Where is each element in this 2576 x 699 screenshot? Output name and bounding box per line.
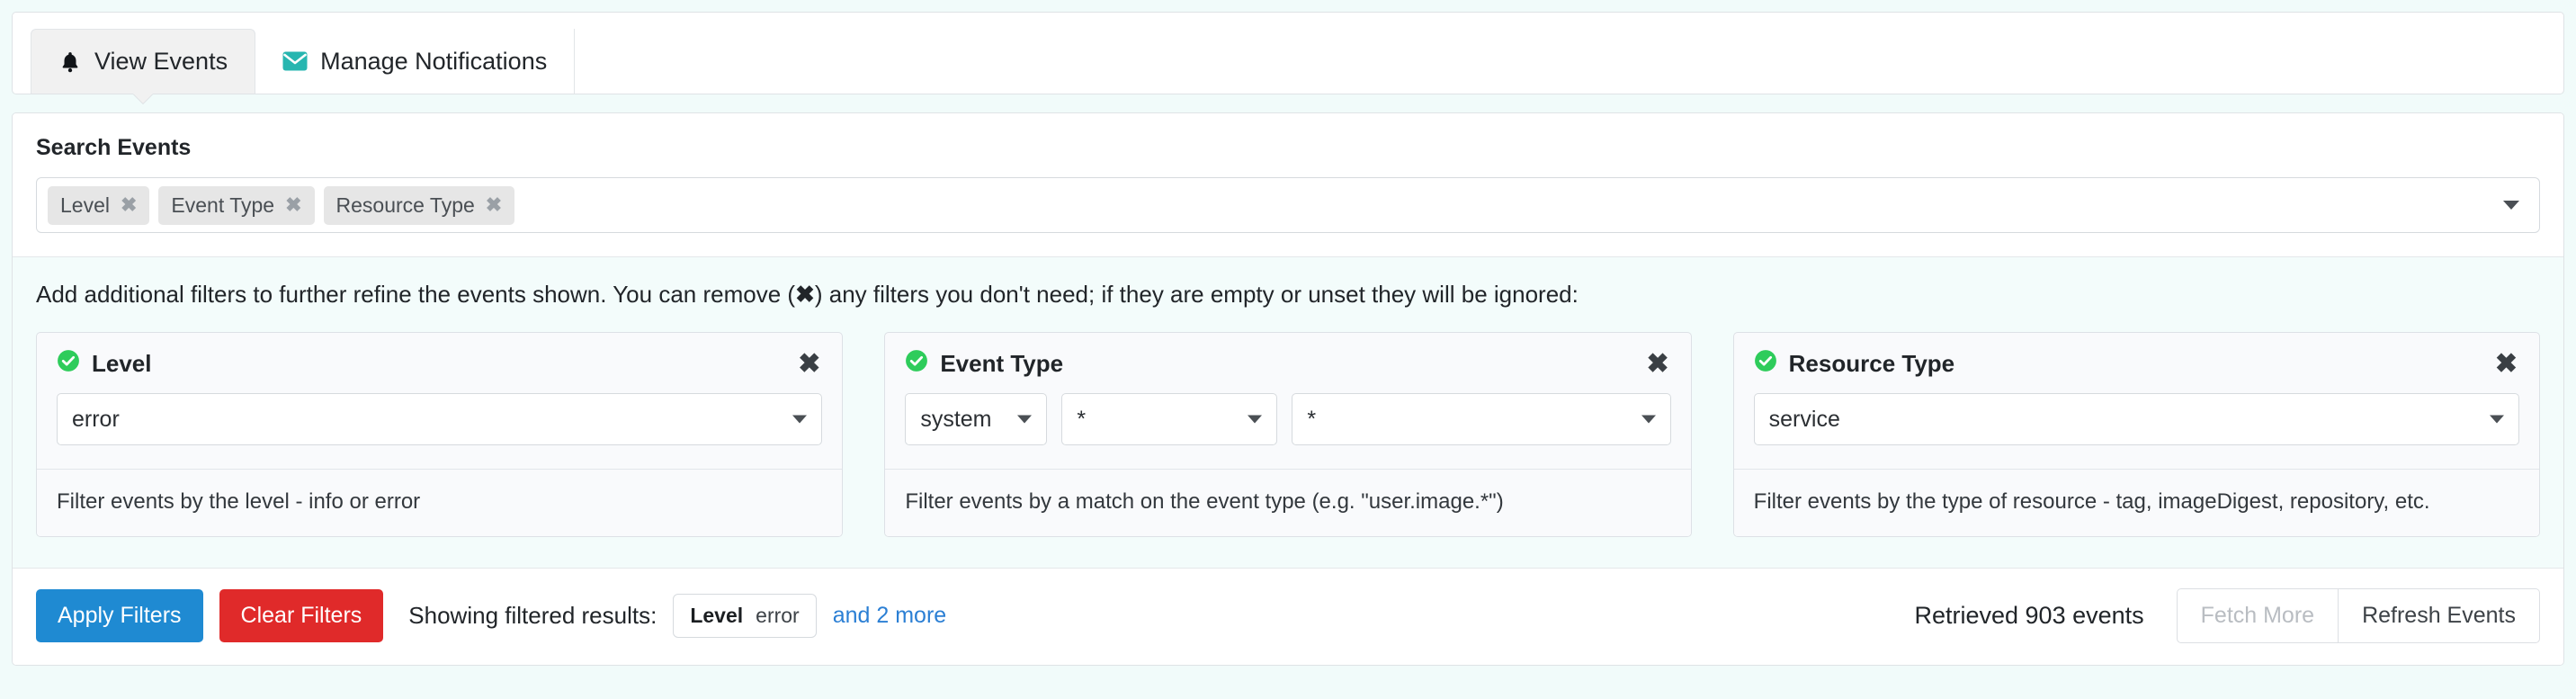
tab-view-events[interactable]: View Events <box>31 29 256 94</box>
search-events-section: Search Events Level ✖ Event Type ✖ Resou… <box>13 113 2563 256</box>
filter-card-header: Level ✖ <box>37 333 842 384</box>
clear-filters-button[interactable]: Clear Filters <box>219 589 384 642</box>
tab-bar: View Events Manage Notifications <box>12 12 2564 94</box>
remove-filter-icon[interactable]: ✖ <box>1646 348 1669 379</box>
filter-description: Filter events by a match on the event ty… <box>885 469 1691 536</box>
search-input[interactable]: Level ✖ Event Type ✖ Resource Type ✖ <box>36 177 2540 233</box>
events-filter-card: Search Events Level ✖ Event Type ✖ Resou… <box>12 112 2564 666</box>
tab-manage-notifications[interactable]: Manage Notifications <box>255 29 576 94</box>
active-filter-value: error <box>756 604 800 627</box>
fetch-refresh-button-group: Fetch More Refresh Events <box>2176 588 2540 643</box>
filter-card-body: service <box>1734 384 2539 469</box>
action-bar: Apply Filters Clear Filters Showing filt… <box>13 569 2563 665</box>
level-select[interactable]: error <box>57 393 823 445</box>
resource-type-select-value: service <box>1768 406 1840 432</box>
level-select-value: error <box>72 406 120 432</box>
remove-token-icon[interactable]: ✖ <box>285 193 302 216</box>
event-type-select-1[interactable]: system <box>905 393 1048 445</box>
active-filter-pill[interactable]: Level error <box>673 594 817 638</box>
token-label: Resource Type <box>335 193 475 217</box>
and-more-link[interactable]: and 2 more <box>832 603 947 628</box>
remove-token-icon[interactable]: ✖ <box>120 193 138 216</box>
filter-card-header: Event Type ✖ <box>885 333 1690 384</box>
token-label: Level <box>60 193 110 217</box>
filter-card-header: Resource Type ✖ <box>1734 333 2539 384</box>
filter-title-group: Resource Type <box>1754 349 1954 379</box>
filter-title-group: Level <box>57 349 152 379</box>
search-token-event-type[interactable]: Event Type ✖ <box>158 185 315 225</box>
filter-title-group: Event Type <box>905 349 1063 379</box>
filter-title: Event Type <box>940 350 1064 377</box>
active-filter-key: Level <box>690 604 744 627</box>
filters-hint-before: Add additional filters to further refine… <box>36 281 796 308</box>
remove-token-icon[interactable]: ✖ <box>485 193 503 216</box>
search-token-resource-type[interactable]: Resource Type ✖ <box>323 185 515 225</box>
refresh-events-button[interactable]: Refresh Events <box>2339 588 2540 643</box>
remove-filter-icon[interactable]: ✖ <box>2494 348 2518 379</box>
filter-card-resource-type: Resource Type ✖ service Filter events by… <box>1732 332 2540 537</box>
filter-card-body: system * * <box>885 384 1690 469</box>
filter-description: Filter events by the type of resource - … <box>1733 469 2539 536</box>
fetch-more-button: Fetch More <box>2176 588 2339 643</box>
bell-icon <box>58 49 82 75</box>
filter-title: Level <box>92 350 152 377</box>
retrieved-events-count: Retrieved 903 events <box>1914 602 2144 629</box>
tab-label: View Events <box>94 48 228 75</box>
check-circle-icon <box>1754 349 1777 379</box>
filter-card-grid: Level ✖ error Filter events by the level… <box>36 332 2540 537</box>
filter-title: Resource Type <box>1788 350 1955 377</box>
filter-card-body: error <box>37 384 842 469</box>
filters-hint: Add additional filters to further refine… <box>36 281 2540 309</box>
resource-type-select[interactable]: service <box>1753 393 2519 445</box>
filter-card-level: Level ✖ error Filter events by the level… <box>36 332 844 537</box>
event-type-select-1-value: system <box>920 406 992 432</box>
envelope-icon <box>282 51 308 71</box>
search-events-label: Search Events <box>36 135 192 160</box>
showing-filtered-results-label: Showing filtered results: <box>408 602 657 629</box>
apply-filters-button[interactable]: Apply Filters <box>36 589 203 642</box>
check-circle-icon <box>905 349 928 379</box>
additional-filters-section: Add additional filters to further refine… <box>13 256 2563 569</box>
chevron-down-icon[interactable] <box>2503 201 2519 210</box>
filter-description: Filter events by the level - info or err… <box>37 469 843 536</box>
filter-card-event-type: Event Type ✖ system * * Filter events by… <box>884 332 1692 537</box>
close-icon-glyph: ✖ <box>795 281 815 308</box>
event-type-select-2[interactable]: * <box>1061 393 1278 445</box>
check-circle-icon <box>57 349 80 379</box>
search-token-level[interactable]: Level ✖ <box>48 185 150 225</box>
event-type-select-2-value: * <box>1077 406 1087 432</box>
token-label: Event Type <box>171 193 275 217</box>
remove-filter-icon[interactable]: ✖ <box>798 348 821 379</box>
event-type-select-3[interactable]: * <box>1292 393 1671 445</box>
event-type-select-3-value: * <box>1307 406 1317 432</box>
tab-label: Manage Notifications <box>320 47 548 75</box>
filters-hint-after: ) any filters you don't need; if they ar… <box>814 281 1579 308</box>
